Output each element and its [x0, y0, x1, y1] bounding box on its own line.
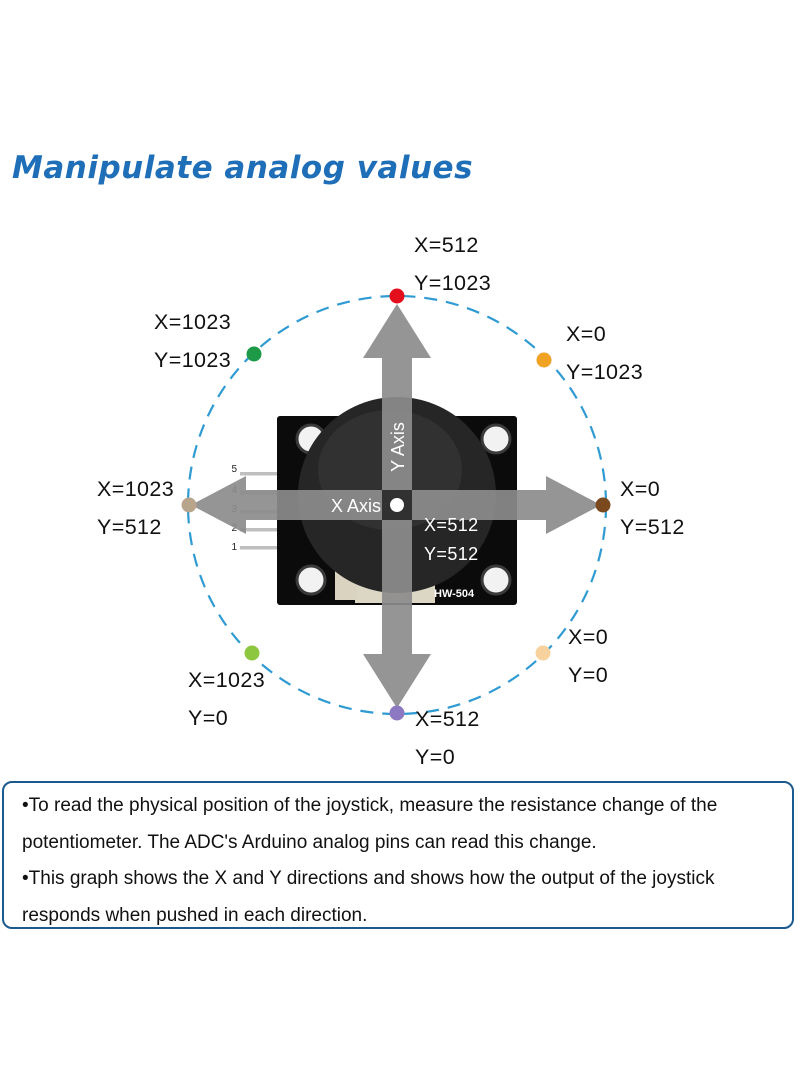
arrow-down [363, 520, 431, 708]
marker-bottom [389, 705, 405, 721]
label-bottom-y: Y=0 [415, 745, 456, 769]
marker-left [181, 497, 197, 513]
description-paragraph: •To read the physical position of the jo… [22, 795, 718, 853]
mount-hole [480, 564, 512, 596]
arrow-up [363, 304, 431, 490]
marker-bottom-left [244, 645, 260, 661]
direction-arrows [191, 304, 601, 708]
label-top-right-y: Y=1023 [566, 360, 644, 384]
label-top-left-y: Y=1023 [154, 348, 232, 372]
page-title: Manipulate analog values [12, 150, 474, 186]
pin-1-label: 1 [231, 542, 237, 553]
marker-bottom-right [535, 645, 551, 661]
label-bottom-left-y: Y=0 [188, 706, 229, 730]
mount-hole [295, 564, 327, 596]
label-bottom-right: X=0 Y=0 [568, 618, 608, 694]
y-axis-label: Y Axis [388, 422, 408, 472]
label-center: X=512 Y=512 [424, 511, 479, 569]
label-right-y: Y=512 [620, 515, 685, 539]
label-bottom-right-y: Y=0 [568, 663, 609, 687]
label-center-x: X=512 [424, 515, 479, 535]
label-left-x: X=1023 [97, 477, 175, 501]
label-top-y: Y=1023 [414, 271, 492, 295]
label-bottom-right-x: X=0 [568, 625, 609, 649]
marker-top [389, 288, 405, 304]
arrow-left [191, 476, 382, 534]
marker-right [595, 497, 611, 513]
center-dot [390, 498, 404, 512]
description-paragraph: •This graph shows the X and Y directions… [22, 868, 715, 926]
label-top-left: X=1023 Y=1023 [154, 303, 231, 379]
description-box: •To read the physical position of the jo… [2, 781, 794, 929]
label-center-y: Y=512 [424, 544, 479, 564]
pin-5-label: 5 [231, 464, 237, 475]
pin-2-label: 2 [231, 523, 237, 534]
label-top-x: X=512 [414, 233, 479, 257]
marker-top-right [536, 352, 552, 368]
label-bottom: X=512 Y=0 [415, 700, 480, 776]
label-right-x: X=0 [620, 477, 661, 501]
label-top-right-x: X=0 [566, 322, 607, 346]
label-left: X=1023 Y=512 [97, 470, 174, 546]
label-left-y: Y=512 [97, 515, 162, 539]
board-label: HW-504 [434, 588, 475, 600]
label-top-left-x: X=1023 [154, 310, 232, 334]
label-bottom-left: X=1023 Y=0 [188, 661, 265, 737]
marker-top-left [246, 346, 262, 362]
joystick-diagram: 5 4 3 2 1 HW-504 X Axis Y Axis [181, 288, 611, 721]
mount-hole [480, 423, 512, 455]
label-top-right: X=0 Y=1023 [566, 315, 643, 391]
label-top: X=512 Y=1023 [414, 226, 491, 302]
label-bottom-left-x: X=1023 [188, 668, 266, 692]
arrow-right [412, 476, 601, 534]
x-axis-label: X Axis [331, 496, 381, 516]
label-bottom-x: X=512 [415, 707, 480, 731]
label-right: X=0 Y=512 [620, 470, 685, 546]
